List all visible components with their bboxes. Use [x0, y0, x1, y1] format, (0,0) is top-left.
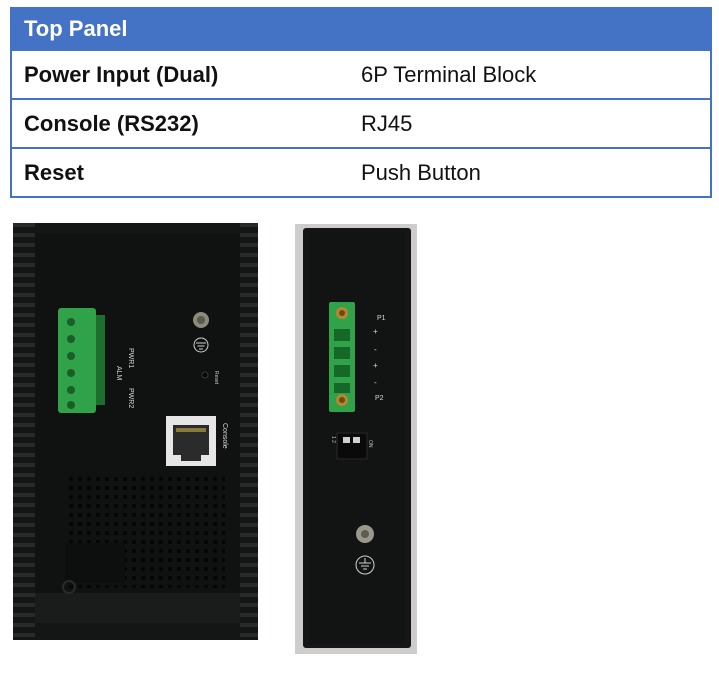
- minus-label: -: [374, 345, 377, 354]
- p1-label: P1: [377, 315, 386, 322]
- on-label: ON: [367, 440, 373, 448]
- side-panel-photo: P1 + - + - P2 1 2 ON: [295, 224, 417, 654]
- row-label: Console (RS232): [24, 110, 199, 136]
- ground-icon: [193, 337, 209, 353]
- plus-label: +: [373, 327, 378, 336]
- spec-table: Top Panel Power Input (Dual) 6P Terminal…: [10, 7, 712, 198]
- p2-label: P2: [375, 395, 384, 402]
- plus-label-2: +: [373, 361, 378, 370]
- terminal-block: [58, 308, 105, 413]
- table-row: Console (RS232) RJ45: [12, 98, 710, 147]
- row-label: Power Input (Dual): [24, 61, 219, 87]
- row-value: RJ45: [361, 110, 413, 136]
- row-label: Reset: [24, 159, 84, 185]
- ground-screw: [356, 525, 374, 543]
- row-value: 6P Terminal Block: [361, 61, 537, 87]
- terminal-block: [329, 302, 355, 412]
- ground-screw: [193, 312, 209, 328]
- console-label: Console: [221, 423, 228, 449]
- reset-label: Reset: [213, 371, 219, 385]
- reset-button[interactable]: [201, 371, 209, 379]
- table-title: Top Panel: [12, 9, 710, 49]
- pwr1-label: PWR1: [127, 348, 134, 368]
- table-row: Reset Push Button: [12, 147, 710, 196]
- ground-icon: [355, 555, 375, 575]
- dip-numbers: 1 2: [330, 436, 336, 443]
- minus-label-2: -: [374, 378, 377, 387]
- console-port[interactable]: [166, 416, 216, 466]
- top-panel-photo: PWR1 ALM PWR2 Reset Console: [13, 223, 258, 640]
- dip-switch[interactable]: [336, 432, 368, 460]
- pwr2-label: PWR2: [127, 388, 134, 408]
- alm-label: ALM: [115, 366, 122, 381]
- row-value: Push Button: [361, 159, 481, 185]
- table-row: Power Input (Dual) 6P Terminal Block: [12, 49, 710, 98]
